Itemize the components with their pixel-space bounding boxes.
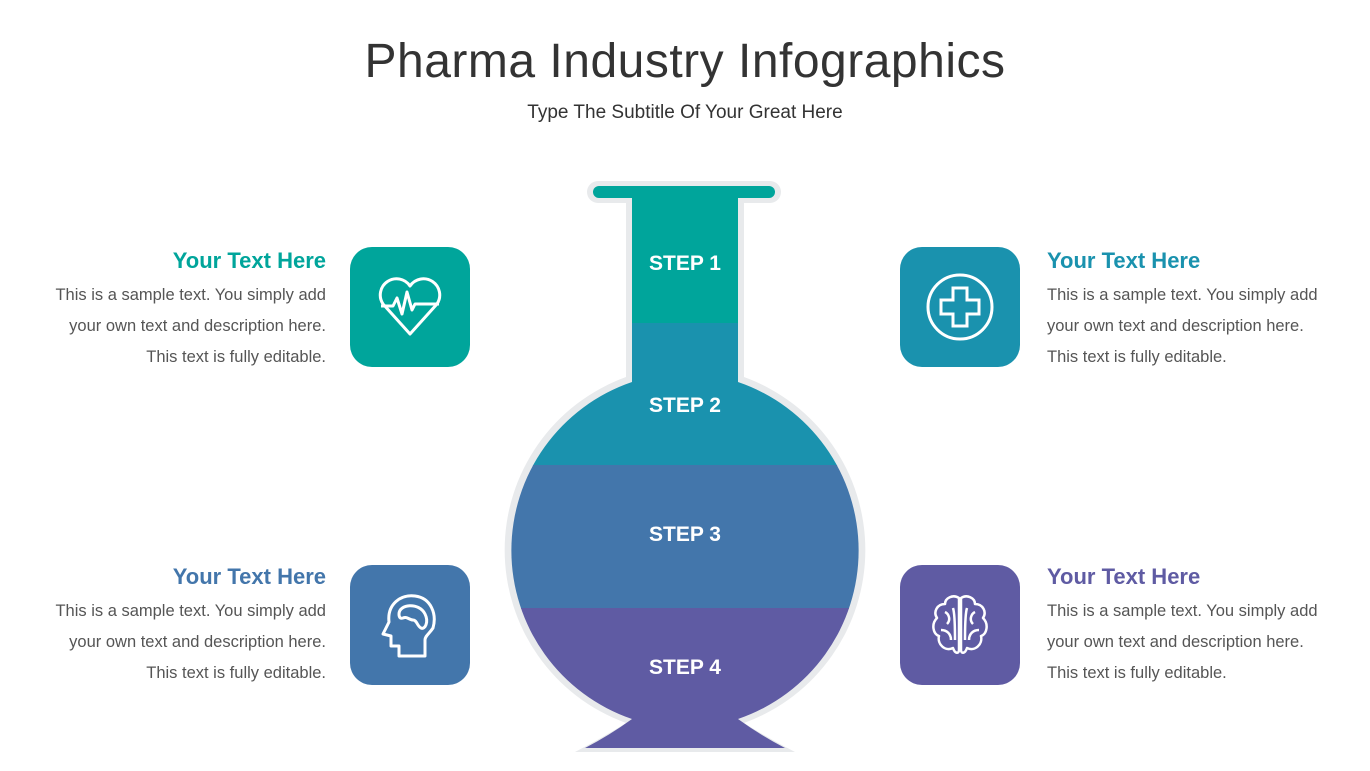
- text-block-3: Your Text Here This is a sample text. Yo…: [36, 564, 326, 689]
- text-block-2: Your Text Here This is a sample text. Yo…: [1047, 248, 1337, 373]
- flask-lip: [593, 186, 775, 198]
- text-block-2-title: Your Text Here: [1047, 248, 1201, 273]
- step-1-label: STEP 1: [649, 252, 721, 275]
- heartbeat-icon: [378, 277, 442, 336]
- step-4-label: STEP 4: [649, 656, 721, 679]
- text-block-4: Your Text Here This is a sample text. Yo…: [1047, 564, 1337, 689]
- text-block-1: Your Text Here This is a sample text. Yo…: [36, 248, 326, 373]
- brain-icon: [932, 595, 988, 654]
- head-brain-icon: [381, 594, 436, 658]
- text-block-1-title: Your Text Here: [172, 248, 326, 273]
- step-2-label: STEP 2: [649, 394, 721, 417]
- text-block-3-title: Your Text Here: [172, 564, 326, 589]
- medical-cross-card: [900, 247, 1020, 367]
- text-block-3-body: This is a sample text. You simply add yo…: [55, 602, 326, 682]
- heartbeat-card: [350, 247, 470, 367]
- text-block-4-body: This is a sample text. You simply add yo…: [1047, 602, 1318, 682]
- step-4-band: [511, 608, 859, 748]
- brain-card: [900, 565, 1020, 685]
- step-3-label: STEP 3: [649, 523, 721, 546]
- text-block-1-body: This is a sample text. You simply add yo…: [55, 286, 326, 366]
- text-block-4-title: Your Text Here: [1047, 564, 1201, 589]
- text-block-2-body: This is a sample text. You simply add yo…: [1047, 286, 1318, 366]
- step-3-band: [511, 465, 859, 609]
- medical-cross-icon: [926, 273, 994, 341]
- page-title: Pharma Industry Infographics: [364, 35, 1006, 88]
- head-brain-card: [350, 565, 470, 685]
- page-subtitle: Type The Subtitle Of Your Great Here: [527, 102, 843, 123]
